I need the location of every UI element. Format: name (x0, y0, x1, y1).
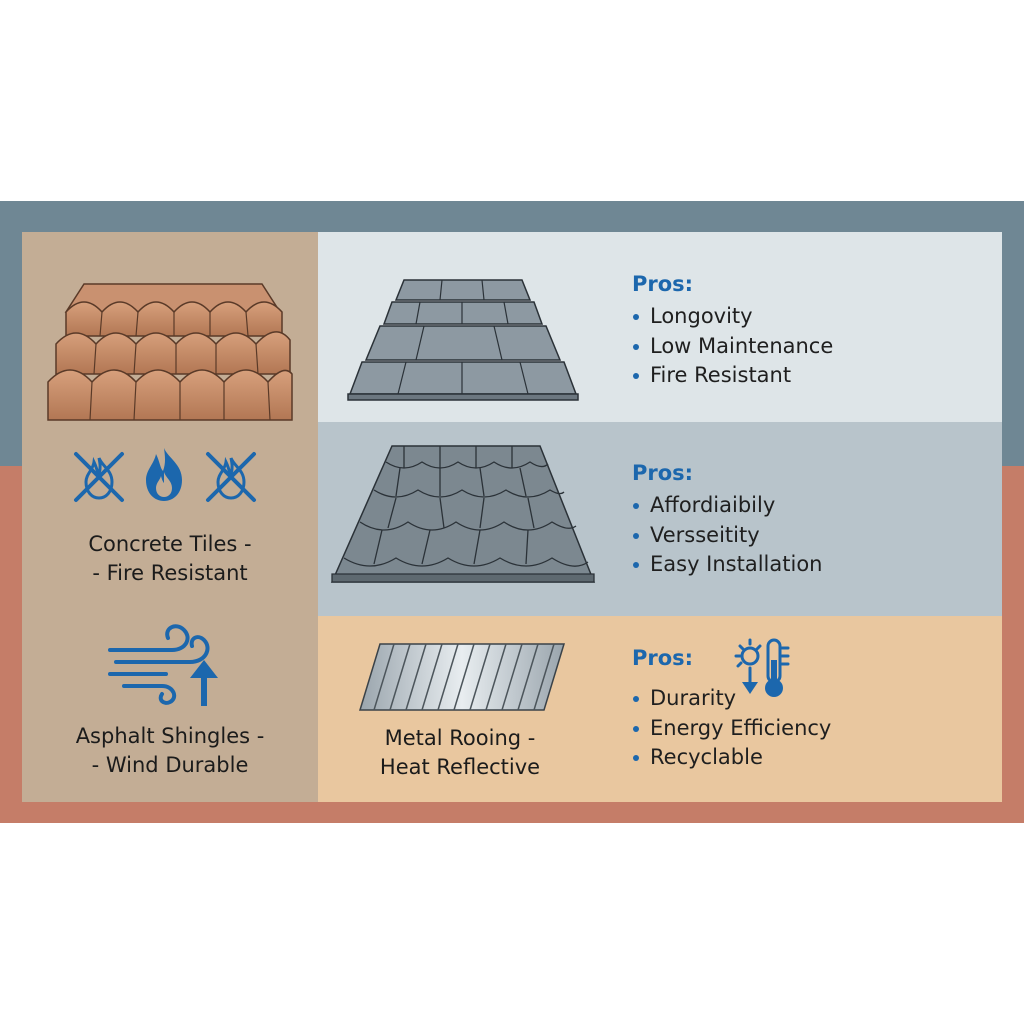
list-item: Energy Efficiency (632, 714, 831, 744)
wind-arrow-icon (108, 624, 218, 706)
pros-block-1: Pros: Longovity Low Maintenance Fire Res… (632, 270, 833, 391)
concrete-tile-illustration (47, 283, 293, 421)
list-item: Recyclable (632, 743, 831, 773)
pros-title: Pros: (632, 646, 694, 670)
list-item: Versseitity (632, 521, 823, 551)
caption-line: Metal Rooing - (384, 726, 536, 750)
list-item: Easy Installation (632, 550, 823, 580)
pros-list: Durarity Energy Efficiency Recyclable (632, 684, 831, 773)
fire-crossed-icon (206, 452, 256, 502)
list-item: Low Maintenance (632, 332, 833, 362)
asphalt-shingles-caption: Asphalt Shingles - - Wind Durable (22, 722, 318, 780)
list-item: Durarity (632, 684, 831, 714)
list-item: Fire Resistant (632, 361, 833, 391)
asphalt-shingle-illustration (330, 445, 596, 583)
caption-line: - Fire Resistant (92, 561, 248, 585)
caption-line: - Wind Durable (91, 753, 249, 777)
list-item: Affordiaibily (632, 491, 823, 521)
metal-roofing-illustration (358, 643, 566, 711)
metal-roofing-caption: Metal Rooing - Heat Reflective (318, 724, 602, 782)
caption-line: Concrete Tiles - (88, 532, 252, 556)
slate-tile-illustration (347, 279, 579, 401)
list-item: Longovity (632, 302, 833, 332)
fire-crossed-icon (74, 452, 124, 502)
pros-title: Pros: (632, 461, 694, 485)
pros-block-2: Pros: Affordiaibily Versseitity Easy Ins… (632, 459, 823, 580)
pros-title: Pros: (632, 272, 694, 296)
temperature-icon (734, 638, 790, 697)
caption-line: Asphalt Shingles - (75, 724, 265, 748)
flame-icon (146, 448, 182, 501)
pros-block-3: Pros: Durarity Energy Efficiency Recycla… (632, 644, 831, 773)
caption-line: Heat Reflective (379, 755, 541, 779)
concrete-tiles-caption: Concrete Tiles - - Fire Resistant (22, 530, 318, 588)
pros-list: Longovity Low Maintenance Fire Resistant (632, 302, 833, 391)
pros-list: Affordiaibily Versseitity Easy Installat… (632, 491, 823, 580)
